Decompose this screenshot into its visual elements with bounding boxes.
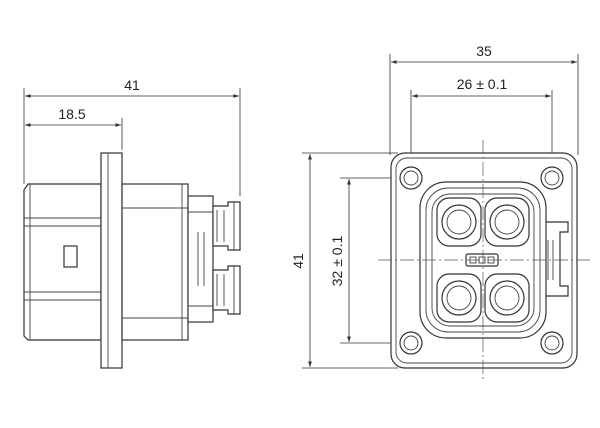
pin-cavity-top-left	[436, 197, 482, 247]
side-upper-terminal	[212, 201, 241, 251]
mounting-hole-bottom-left	[399, 331, 423, 355]
side-rear-housing	[121, 183, 189, 341]
mounting-hole-bottom-right	[540, 331, 564, 355]
pin-cavity-bottom-right	[484, 273, 530, 323]
front-latch-tab-right	[539, 221, 569, 297]
side-housing-body	[23, 183, 102, 341]
pin-cavity-top-right	[484, 197, 530, 247]
pin-cavity-bottom-left	[436, 273, 482, 323]
front-overall-width-label: 35	[476, 43, 492, 59]
side-view: 41 18.5	[23, 77, 241, 369]
front-overall-height-label: 41	[290, 253, 306, 269]
side-overall-width-label: 41	[124, 77, 140, 93]
side-terminal-block	[187, 195, 214, 323]
front-hole-spacing-h-label: 26 ± 0.1	[457, 76, 508, 92]
side-flange-offset-label: 18.5	[58, 106, 85, 122]
side-latch-window	[63, 245, 78, 268]
side-lower-terminal	[212, 265, 241, 315]
mounting-hole-top-left	[399, 166, 423, 190]
side-flange	[100, 152, 123, 369]
front-hole-spacing-v-label: 32 ± 0.1	[329, 236, 345, 287]
front-view: 35 26 ± 0.1 41 32 ± 0.1	[290, 43, 592, 380]
mounting-hole-top-right	[540, 166, 564, 190]
